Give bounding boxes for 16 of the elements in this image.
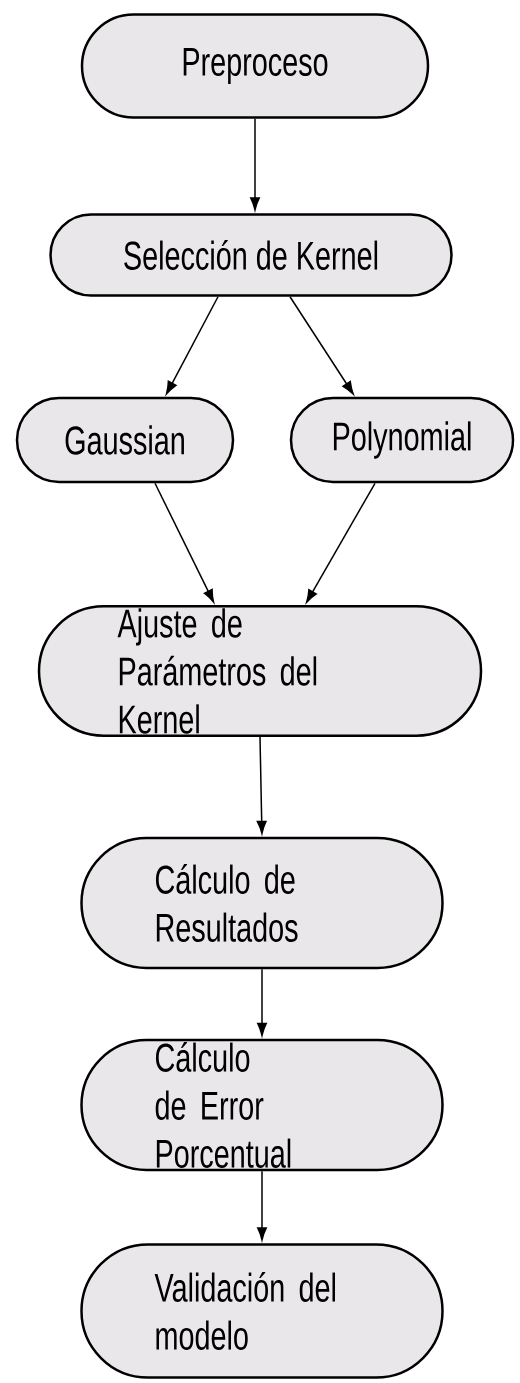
process-box: Selección de Kernel (49, 213, 453, 297)
process-box: Preproceso (80, 13, 430, 119)
arrow (257, 968, 267, 1037)
arrow (289, 296, 354, 395)
arrow (165, 296, 219, 395)
arrow (305, 482, 376, 603)
process-box: Polynomial (289, 396, 515, 484)
arrow (250, 118, 260, 211)
arrow (257, 1170, 267, 1241)
process-box: Gaussian (15, 396, 235, 484)
process-box: Validación del modelo (80, 1243, 444, 1379)
process-box: Cálculo de Resultados (80, 836, 444, 970)
arrow (256, 736, 267, 835)
process-box: Ajuste de Parámetros del Kernel (37, 605, 483, 737)
process-box: Cálculo de Error Porcentual (80, 1038, 444, 1172)
arrow (154, 482, 215, 603)
